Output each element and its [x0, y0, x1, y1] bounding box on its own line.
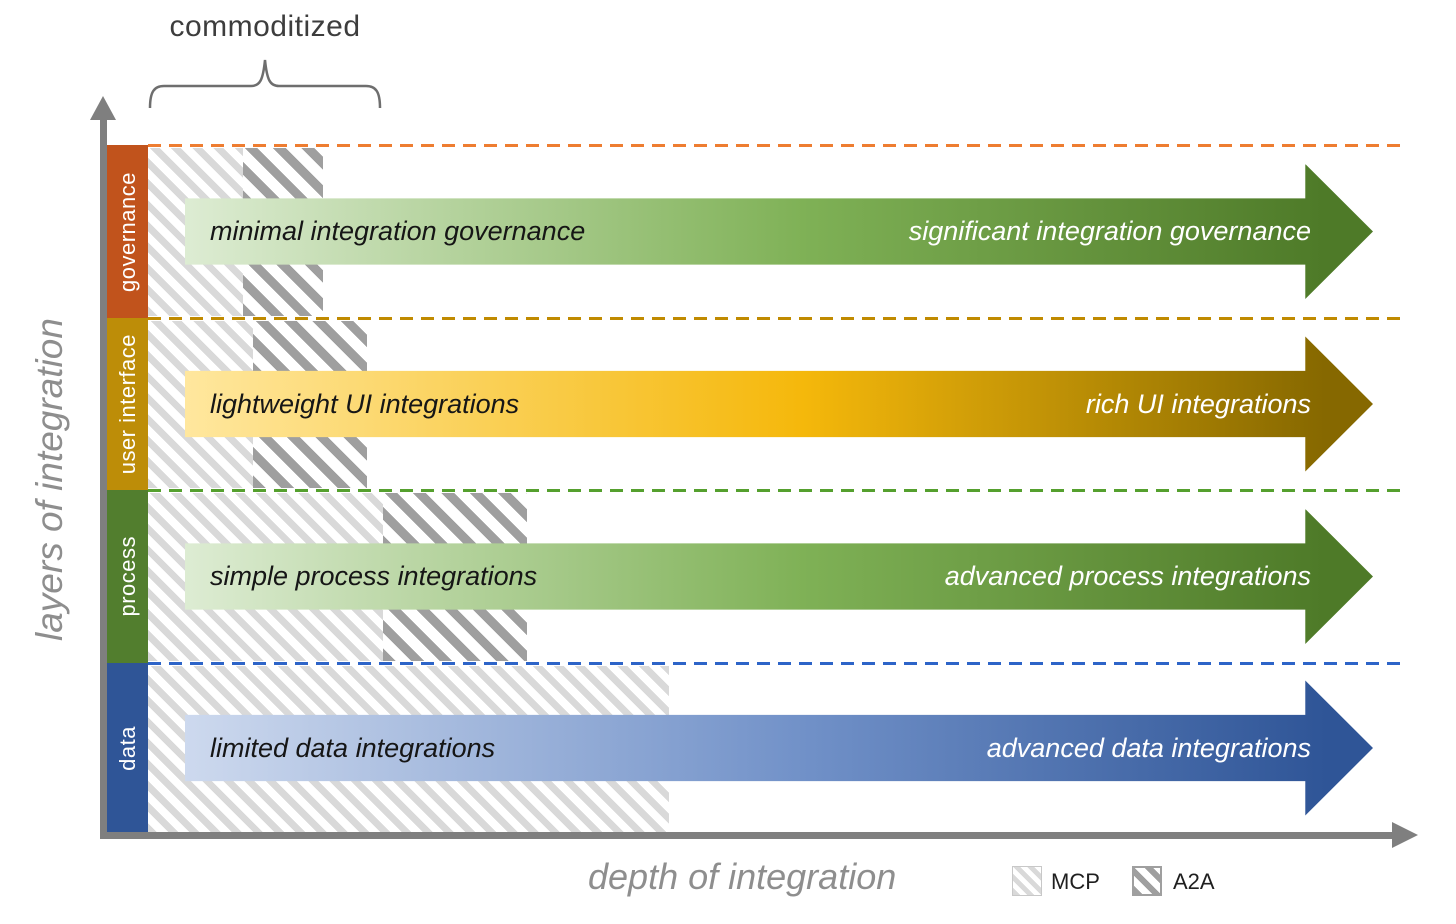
legend-a2a-label: A2A [1173, 869, 1215, 894]
x-axis-arrow-icon [1392, 822, 1418, 848]
layer-block-process: process [107, 490, 148, 663]
layer-block-governance: governance [107, 145, 148, 318]
arrow-right-label: advanced process integrations [944, 561, 1311, 591]
legend-mcp-swatch-icon [1012, 866, 1042, 896]
layer-label: user interface [114, 333, 140, 475]
arrow-left-label: lightweight UI integrations [210, 388, 520, 419]
legend-mcp-label: MCP [1051, 869, 1100, 894]
arrow-left-label: simple process integrations [210, 561, 538, 591]
layer-row-governance: governance minimal integration governanc… [0, 144, 1456, 318]
divider-line [148, 489, 1406, 492]
arrow-left-label: minimal integration governance [210, 216, 586, 246]
arrow-right-label: rich UI integrations [1085, 388, 1311, 419]
layer-label: governance [114, 171, 140, 292]
divider-line [148, 662, 1406, 665]
layer-block-user-interface: user interface [107, 318, 148, 490]
layer-label: data [114, 725, 140, 771]
layer-row-user-interface: user interface lightweight UI integratio… [0, 317, 1456, 490]
commoditized-label: commoditized [169, 10, 361, 43]
divider-line [148, 144, 1406, 147]
x-axis-label: depth of integration [588, 856, 897, 897]
arrow-right-label: significant integration governance [908, 216, 1311, 246]
y-axis-arrow-icon [90, 96, 116, 120]
integration-arrow-governance: minimal integration governance significa… [185, 164, 1373, 299]
y-axis-label: layers of integration [29, 318, 70, 642]
x-axis-line [100, 832, 1396, 839]
layer-row-data: data limited data integrations advanced … [0, 662, 1456, 833]
divider-line [148, 317, 1406, 320]
arrow-left-label: limited data integrations [210, 732, 496, 763]
legend-a2a-swatch-icon [1132, 866, 1162, 896]
layer-row-process: process simple process integrations adva… [0, 489, 1456, 663]
y-axis-line [100, 116, 107, 835]
layer-block-data: data [107, 663, 148, 833]
layer-label: process [114, 536, 140, 617]
commoditized-brace-icon [148, 59, 382, 108]
arrow-right-label: advanced data integrations [986, 732, 1311, 763]
